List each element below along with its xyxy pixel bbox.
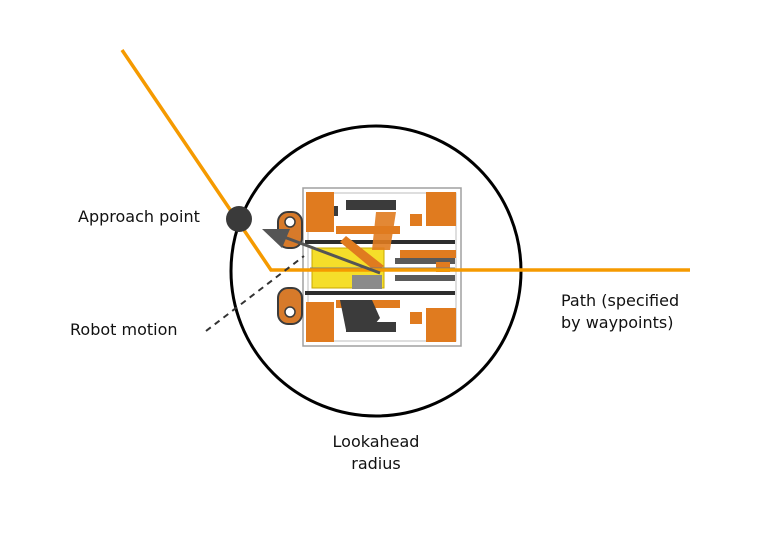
path-label-line-1: Path (specified — [561, 291, 680, 310]
lookahead-label-line-2: radius — [351, 454, 401, 473]
robot-motion-arrow — [262, 229, 381, 275]
approach-point-label: Approach point — [78, 207, 200, 226]
lookahead-label-line-1: Lookahead — [332, 432, 420, 451]
robot-motion-label: Robot motion — [70, 320, 178, 339]
waypoint-path — [120, 49, 690, 272]
path-label-line-2: by waypoints) — [561, 313, 674, 332]
approach-point-marker — [226, 206, 252, 232]
lookahead-radius-label: Lookahead radius — [316, 431, 436, 475]
path-label: Path (specified by waypoints) — [561, 290, 679, 334]
robot-top-view-icon — [277, 187, 462, 347]
robot-motion-leader-line — [205, 255, 305, 332]
